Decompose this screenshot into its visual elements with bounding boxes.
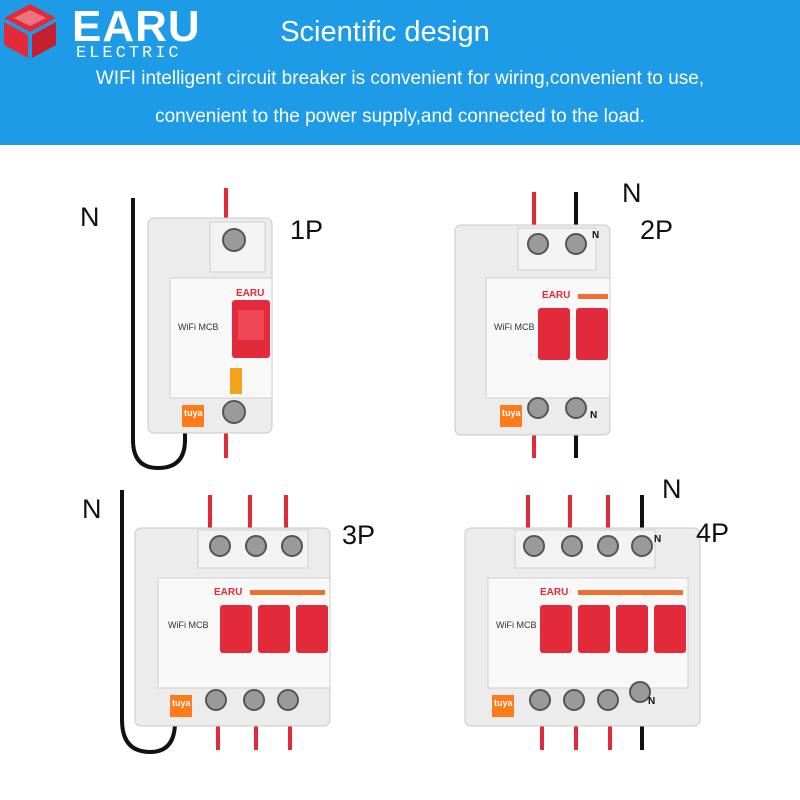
- breaker-4p-illustration: [464, 495, 701, 750]
- pole-label-4p: 4P: [696, 518, 730, 548]
- neutral-label-1p: N: [80, 202, 100, 232]
- pole-label-2p: 2P: [640, 215, 674, 245]
- device-brand-4p: EARU: [540, 587, 569, 598]
- neutral-label-2p: N: [622, 178, 642, 208]
- tuya-badge-2p: tuya: [502, 408, 521, 418]
- header-banner: EARU ELECTRIC Scientific design WIFI int…: [0, 0, 800, 145]
- brand-subtitle: ELECTRIC: [76, 44, 182, 63]
- neutral-mark-2p-top: N: [592, 230, 600, 241]
- banner-line-2: convenient to the power supply,and conne…: [155, 106, 645, 127]
- breaker-2p-illustration: [454, 192, 611, 458]
- breaker-3p-panel: N 3P EARU WiFi MCB tuya: [0, 470, 400, 800]
- tuya-badge-4p: tuya: [494, 698, 513, 708]
- breaker-2p-panel: N 2P N N EARU WiFi MCB tuya: [400, 150, 800, 480]
- banner-title: Scientific design: [280, 16, 490, 48]
- banner-line-1: WIFI intelligent circuit breaker is conv…: [95, 68, 705, 89]
- tuya-badge-1p: tuya: [184, 408, 203, 418]
- device-brand-2p: EARU: [542, 290, 571, 301]
- device-brand-1p: EARU: [236, 288, 265, 299]
- device-brand-3p: EARU: [214, 587, 243, 598]
- neutral-label-4p: N: [662, 474, 682, 504]
- banner-description: WIFI intelligent circuit breaker is conv…: [40, 60, 760, 136]
- breaker-1p-panel: N 1P EARU WiFi MCB tuya: [0, 150, 400, 480]
- pole-label-3p: 3P: [342, 520, 376, 550]
- pole-label-1p: 1P: [290, 215, 324, 245]
- device-model-2p: WiFi MCB: [494, 322, 535, 332]
- device-model-1p: WiFi MCB: [178, 322, 219, 332]
- device-model-4p: WiFi MCB: [496, 620, 537, 630]
- neutral-mark-4p-top: N: [654, 534, 662, 545]
- breaker-1p-illustration: [131, 188, 273, 471]
- neutral-mark-4p-bottom: N: [648, 696, 656, 707]
- device-model-3p: WiFi MCB: [168, 620, 209, 630]
- neutral-mark-2p-bottom: N: [590, 410, 598, 421]
- breaker-4p-panel: N 4P N N EARU WiFi MCB tuya: [400, 470, 800, 800]
- earu-logo-icon: [4, 4, 56, 58]
- breaker-3p-illustration: [120, 490, 331, 755]
- tuya-badge-3p: tuya: [172, 698, 191, 708]
- brand-name: EARU: [72, 2, 201, 51]
- neutral-label-3p: N: [82, 494, 102, 524]
